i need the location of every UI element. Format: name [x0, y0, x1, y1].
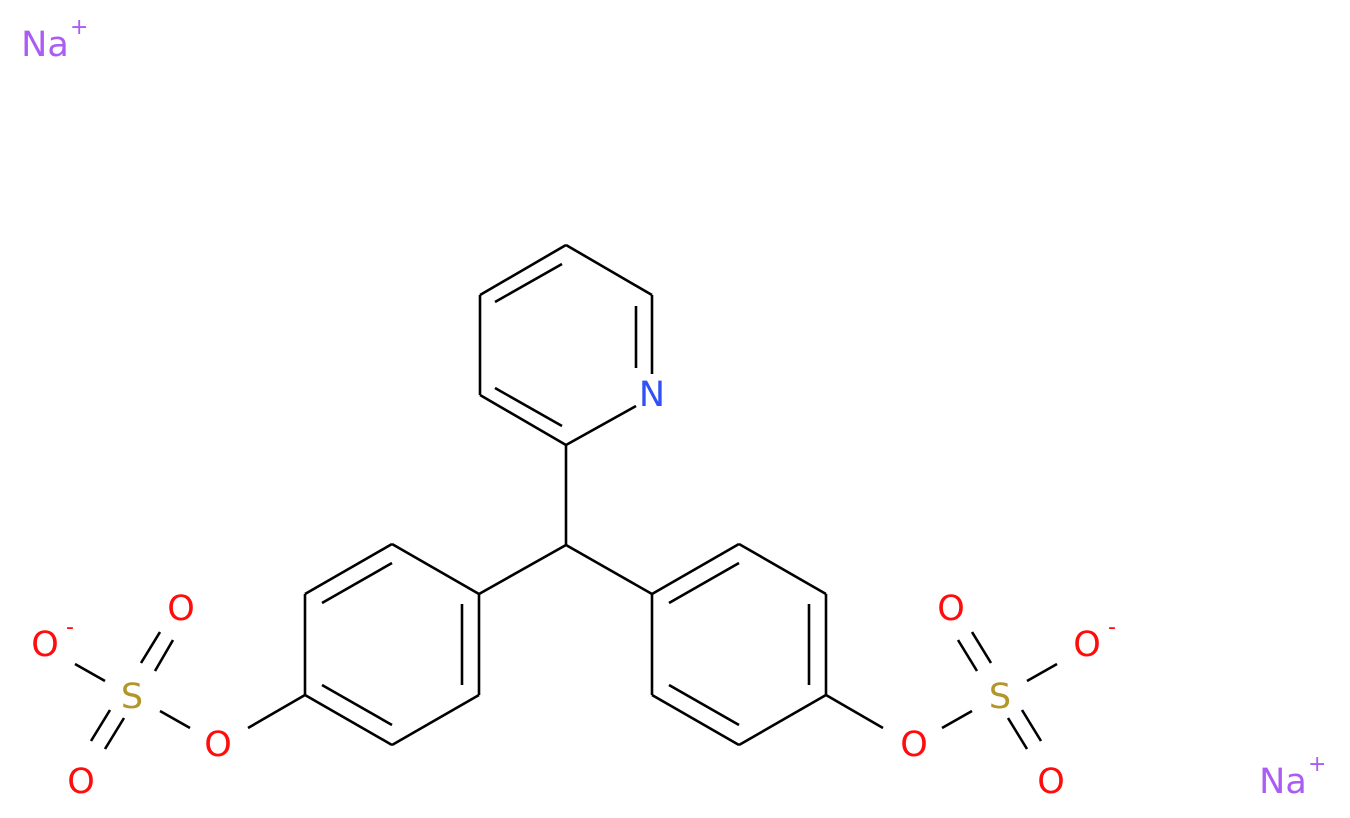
left-bridge-oxygen: O	[204, 725, 232, 765]
left-top-oxygen: O	[167, 589, 195, 629]
left-bottom-oxygen: O	[67, 762, 95, 802]
right-bridge-oxygen: O	[900, 725, 928, 765]
sodium-ion-2: Na	[1259, 762, 1307, 802]
left-sulfur-atom: S	[121, 677, 143, 717]
sodium-ion-1: Na	[21, 25, 69, 65]
right-bottom-oxygen: O	[1037, 762, 1065, 802]
right-top-oxygen: O	[937, 589, 965, 629]
sodium-ion-2-charge: +	[1308, 752, 1326, 777]
bonds	[74, 243, 1058, 750]
right-anionic-charge: -	[1108, 615, 1116, 640]
right-anionic-oxygen: O	[1073, 625, 1101, 665]
atom-labels: Na + Na + N O S O - O O O S O - O O	[21, 15, 1326, 802]
left-anionic-charge: -	[66, 615, 74, 640]
right-sulfur-atom: S	[989, 677, 1011, 717]
left-anionic-oxygen: O	[31, 625, 59, 665]
nitrogen-atom: N	[639, 375, 665, 415]
sodium-ion-1-charge: +	[70, 15, 88, 40]
